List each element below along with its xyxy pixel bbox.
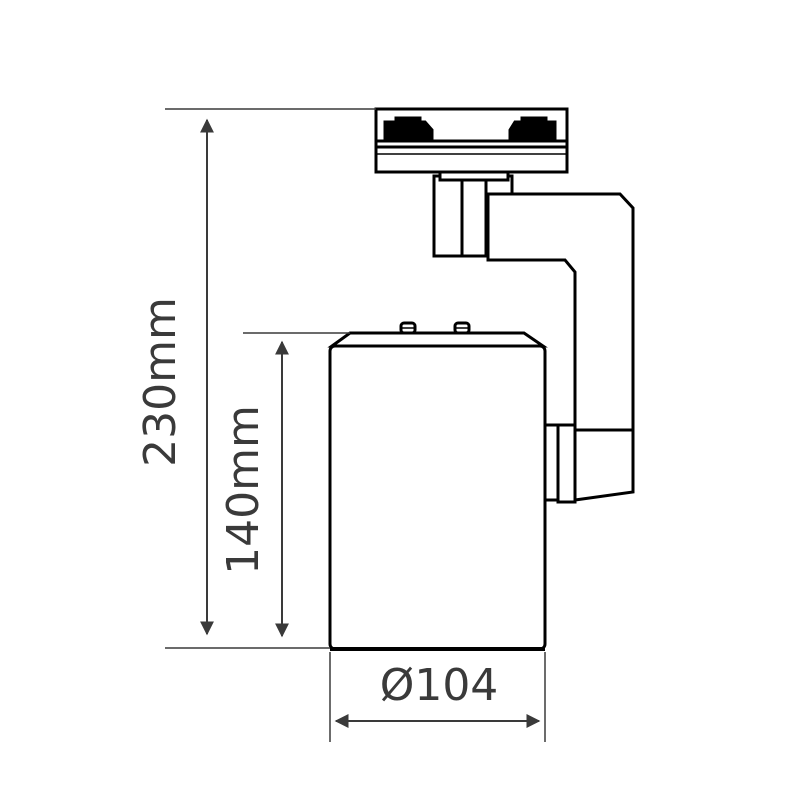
diameter-label: Ø104 (380, 660, 499, 711)
adapter-connector (432, 170, 514, 258)
dimension-arrows (200, 118, 541, 728)
track-adapter (374, 107, 569, 174)
cylinder-body (327, 321, 548, 651)
body-height-label: 140mm (218, 405, 269, 575)
extension-lines (165, 108, 546, 742)
total-height-label: 230mm (135, 297, 186, 467)
